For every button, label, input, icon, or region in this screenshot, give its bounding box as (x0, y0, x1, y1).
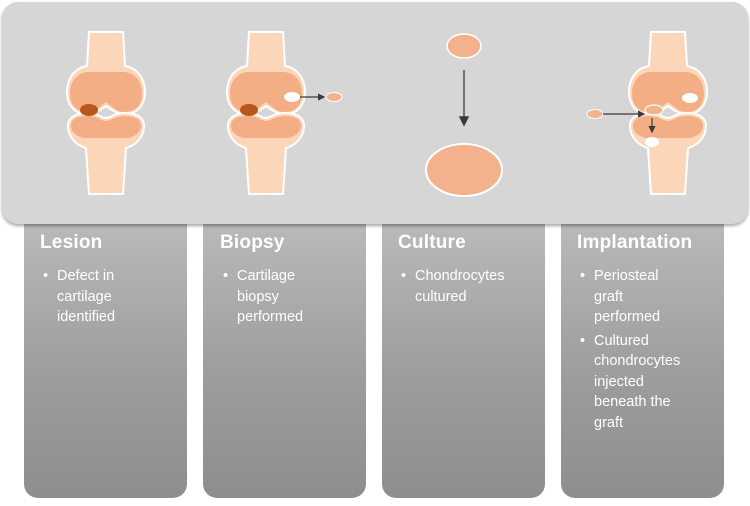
bullet-item: Periosteal graft performed (577, 266, 737, 328)
small-culture-disc-icon (446, 33, 482, 59)
lesion-spot-icon (80, 104, 98, 116)
bullet-line: performed (594, 309, 661, 325)
bullet-list: Cartilage biopsy performed (220, 266, 370, 328)
bullet-line: biopsy (237, 288, 279, 305)
bullet-item: Cartilage biopsy performed (220, 266, 370, 328)
stage-card-implantation: Implantation Periosteal graft performed … (577, 232, 737, 436)
bullet-list: Defect in cartilage identified (40, 266, 190, 328)
graft-site-icon (644, 104, 664, 116)
biopsy-sample-icon (325, 92, 343, 102)
bullet-line: graft (594, 288, 624, 305)
stage-title: Lesion (40, 232, 103, 253)
bullet-line: identified (57, 309, 116, 325)
periosteal-graft-icon (586, 109, 604, 119)
bullet-list: Periosteal graft performed Cultured chon… (577, 266, 737, 433)
bullet-line: beneath the (594, 394, 671, 410)
bullet-line: graft (594, 414, 624, 431)
bullet-line: Chondrocytes (415, 268, 505, 284)
stage-card-culture: Culture Chondrocytes cultured (398, 232, 548, 310)
stage-card-lesion: Lesion Defect in cartilage identified (40, 232, 190, 331)
bullet-line: cartilage (57, 288, 112, 305)
stage-title: Biopsy (220, 232, 285, 253)
biopsy-site-icon (284, 92, 300, 102)
knee-joint-biopsy-icon (225, 31, 343, 195)
knee-joint-implantation-icon (627, 31, 709, 195)
stage-card-biopsy: Biopsy Cartilage biopsy performed (220, 232, 370, 331)
large-culture-disc-icon (425, 143, 503, 197)
bullet-list: Chondrocytes cultured (398, 266, 548, 307)
stage-title: Culture (398, 232, 466, 253)
culture-icon (425, 33, 503, 197)
bullet-line: performed (237, 309, 304, 325)
bullet-line: injected (594, 373, 644, 390)
stage-title: Implantation (577, 232, 693, 253)
bullet-line: chondrocytes (594, 353, 681, 369)
bullet-line: Defect in (57, 268, 115, 284)
bullet-line: Cultured (594, 332, 649, 349)
bullet-line: cultured (415, 288, 467, 305)
bullet-item: Defect in cartilage identified (40, 266, 190, 328)
implantation-arrows-icon (586, 109, 656, 134)
bullet-line: Cartilage (237, 268, 296, 284)
knee-joint-lesion-icon (65, 31, 147, 195)
bullet-item: Cultured chondrocytes injected beneath t… (577, 331, 737, 434)
bullet-item: Chondrocytes cultured (398, 266, 548, 307)
bullet-line: Periosteal (594, 268, 659, 284)
illustration-svg (65, 31, 709, 197)
